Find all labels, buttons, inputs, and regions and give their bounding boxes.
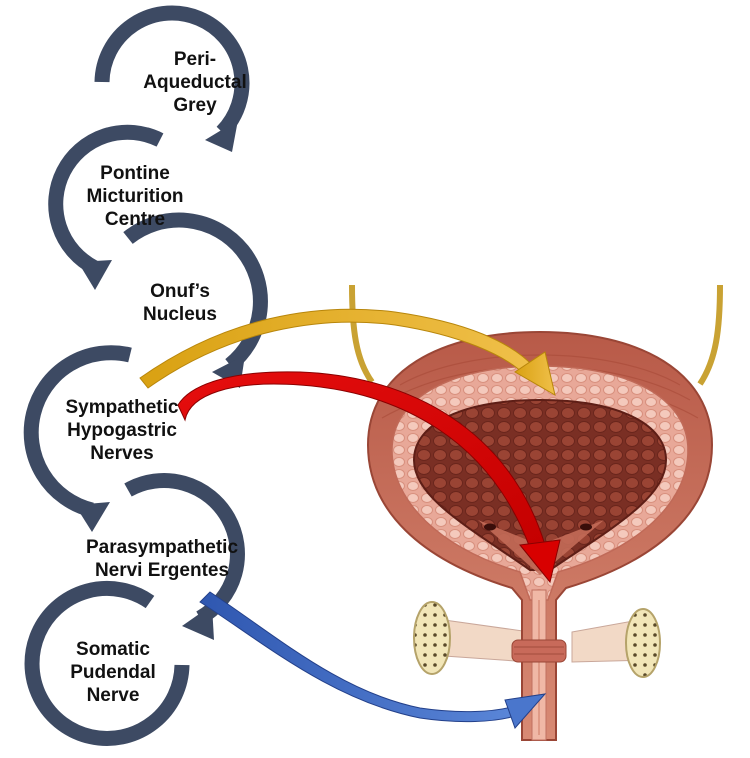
loop-arrow-pmc	[48, 124, 164, 275]
label-line: Nerves	[90, 443, 154, 464]
arrowhead-para	[182, 605, 214, 640]
label-line: Pontine	[100, 163, 170, 184]
label-line: Centre	[104, 209, 166, 230]
sympathetic-nerve-arrow	[177, 371, 561, 584]
left-ureter	[349, 284, 375, 384]
arrowhead-sym	[75, 502, 110, 532]
pubic-bone-left	[413, 601, 531, 675]
ureteric-orifice-right	[580, 523, 592, 531]
label-pontine-micturition-centre: Pontine Micturition Centre	[70, 162, 200, 231]
label-line: Nerve	[86, 685, 140, 706]
right-ureter	[697, 284, 723, 386]
loop-arrow-para	[124, 473, 245, 625]
loop-arrow-som	[24, 581, 190, 746]
arrowhead-pag	[205, 120, 238, 152]
sphincter-fibres	[514, 646, 564, 655]
label-sympathetic-hypogastric-nerves: Sympathetic Hypogastric Nerves	[52, 396, 192, 465]
onuf-nerve-arrow	[139, 308, 556, 397]
loop-arrow-pag	[94, 5, 250, 138]
somatic-nerve-arrow	[199, 591, 547, 729]
label-line: Onuf’s	[150, 281, 210, 302]
label-line: Nucleus	[143, 304, 217, 325]
label-parasympathetic-nervi-ergentes: Parasympathetic Nervi Ergentes	[78, 536, 246, 582]
label-line: Grey	[173, 95, 217, 116]
label-onufs-nucleus: Onuf’s Nucleus	[130, 280, 230, 326]
loop-arrow-sym	[23, 345, 132, 518]
label-line: Peri-	[173, 49, 217, 70]
label-line: Hypogastric	[67, 420, 177, 441]
label-line: Sympathetic	[65, 397, 179, 418]
ureteric-orifice-left	[484, 523, 496, 531]
pubic-bone-right	[571, 608, 661, 678]
label-line: Somatic	[76, 639, 150, 660]
external-sphincter	[511, 639, 567, 663]
label-peri-aqueductal-grey: Peri- Aqueductal Grey	[140, 48, 250, 117]
label-line: Aqueductal	[143, 72, 247, 93]
label-line: Nervi Ergentes	[94, 560, 230, 581]
label-line: Parasympathetic	[85, 537, 239, 558]
arrowhead-pmc	[78, 260, 112, 290]
label-line: Pudendal	[70, 662, 156, 683]
label-somatic-pudendal-nerve: Somatic Pudendal Nerve	[58, 638, 168, 707]
bladder-illustration	[349, 284, 723, 741]
label-line: Micturition	[86, 186, 184, 207]
